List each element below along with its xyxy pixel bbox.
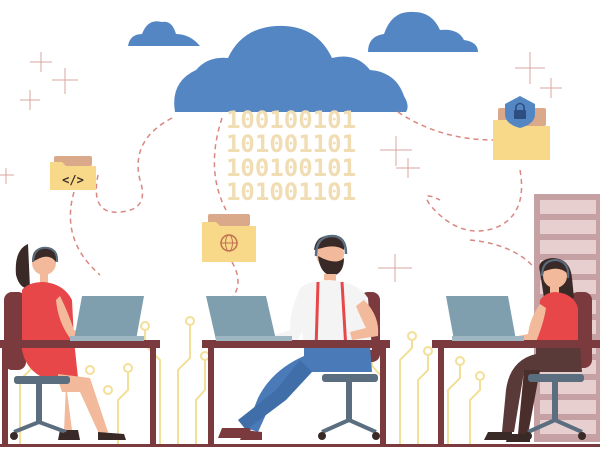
- desk-right: [432, 340, 600, 446]
- laptop-right: [446, 296, 524, 341]
- floor-line: [0, 444, 600, 447]
- circuit-trace: [399, 340, 413, 445]
- dash-line: [69, 191, 101, 276]
- pants: [518, 370, 540, 434]
- headset: [32, 246, 59, 263]
- binary-line: 100100101: [226, 106, 356, 134]
- jeans: [238, 360, 312, 430]
- cloud-icon-small-right: [368, 11, 478, 52]
- head: [543, 264, 567, 288]
- legs: [58, 374, 108, 436]
- laptop-left: [70, 296, 144, 341]
- operator-center: [218, 234, 380, 440]
- shoe: [98, 432, 126, 440]
- dash-line: [95, 117, 173, 213]
- sparkle: [30, 52, 52, 72]
- code-folder-label: </>: [62, 173, 84, 187]
- hair: [32, 247, 57, 262]
- chair-back: [4, 292, 26, 370]
- operator-right: [484, 258, 592, 442]
- globe-folder-icon: [202, 214, 256, 262]
- circuit-trace: [417, 355, 429, 445]
- dash-line: [213, 117, 227, 211]
- headset: [541, 258, 570, 279]
- pants: [502, 344, 582, 432]
- circuit-trace: [469, 380, 481, 445]
- dash-line: [425, 169, 523, 232]
- desk-center: [202, 340, 390, 446]
- code-folder-icon: </>: [50, 156, 96, 190]
- hair: [542, 259, 568, 274]
- shoe: [484, 432, 512, 440]
- arm: [508, 304, 546, 344]
- circuit-trace: [117, 372, 129, 445]
- binary-line: 100100101: [226, 154, 356, 182]
- sparkle: [380, 136, 412, 166]
- operator-left: [4, 244, 126, 440]
- sparkle: [396, 158, 420, 178]
- sparkle: [52, 68, 78, 94]
- lock-folder-icon: [493, 96, 550, 160]
- legs: [64, 384, 72, 432]
- sparkle: [378, 254, 412, 282]
- beard: [318, 256, 344, 276]
- sparkles: [0, 52, 562, 282]
- laptop-center: [206, 296, 292, 341]
- sparkle: [515, 52, 545, 84]
- binary-code: 100100101 101001101 100100101 101001101: [226, 106, 356, 206]
- dash-line: [469, 239, 541, 276]
- cloud-icon: [174, 25, 408, 113]
- suspenders: [314, 281, 348, 351]
- sparkle: [0, 168, 14, 184]
- connection-lines: [69, 111, 541, 301]
- binary-line: 101001101: [226, 130, 356, 158]
- circuit-trace: [195, 360, 206, 445]
- arm: [56, 296, 96, 342]
- sparkle: [20, 90, 40, 110]
- desk-left: [0, 340, 160, 446]
- dash-line: [397, 111, 495, 141]
- cloud-icon-small-left: [128, 21, 200, 46]
- shoe: [240, 430, 262, 440]
- sparkle: [540, 78, 562, 98]
- circuit-trace: [447, 365, 461, 445]
- binary-line: 101001101: [226, 178, 356, 206]
- jeans: [246, 346, 372, 432]
- red-top: [536, 292, 578, 346]
- arm: [270, 294, 310, 344]
- hair: [15, 244, 30, 289]
- dash-line: [229, 261, 239, 301]
- arm: [350, 300, 379, 340]
- headset: [314, 234, 348, 257]
- circuit-trace: [177, 325, 191, 445]
